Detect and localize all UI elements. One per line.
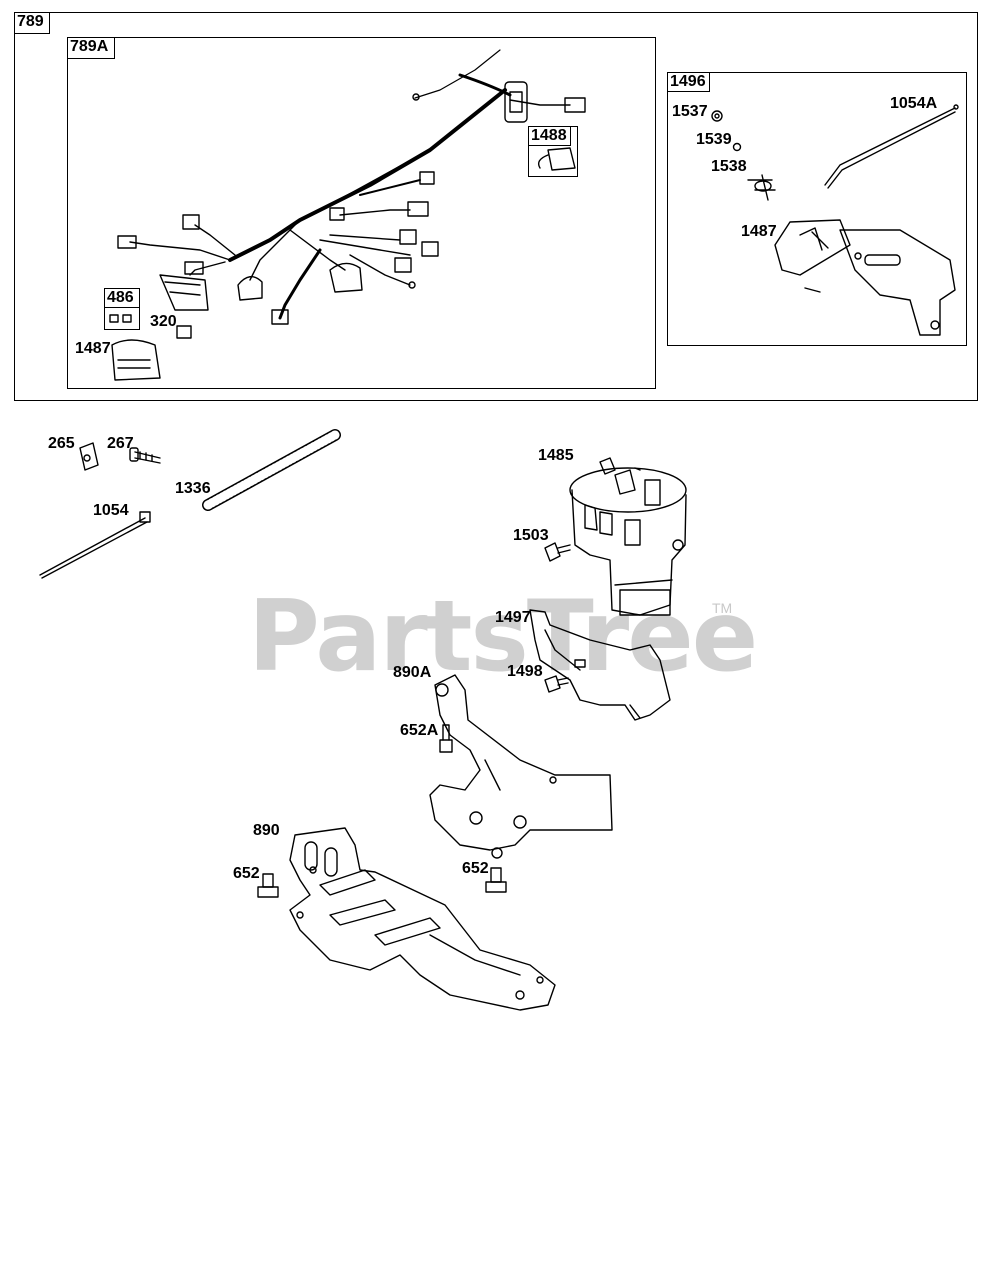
label-1054[interactable]: 1054 — [93, 502, 129, 519]
label-265[interactable]: 265 — [48, 435, 75, 452]
label-652a[interactable]: 652A — [400, 722, 439, 739]
module-1485[interactable] — [569, 457, 687, 616]
screw-267[interactable] — [129, 447, 161, 464]
connector-320[interactable] — [176, 325, 192, 339]
label-320[interactable]: 320 — [150, 313, 177, 330]
fuse-486[interactable] — [109, 314, 132, 323]
bracket-890a[interactable] — [429, 674, 613, 851]
tie-strap-1054[interactable] — [39, 511, 151, 579]
bolt-652a[interactable] — [439, 724, 453, 753]
group-tag-486[interactable]: 486 — [104, 288, 140, 308]
clip-265[interactable] — [79, 442, 99, 471]
bolt-1503[interactable] — [544, 542, 571, 562]
label-652-right[interactable]: 652 — [462, 860, 489, 877]
label-1336[interactable]: 1336 — [175, 480, 211, 497]
wiring-harness[interactable] — [117, 49, 586, 325]
label-1497[interactable]: 1497 — [495, 609, 531, 626]
base-plate-890[interactable] — [289, 827, 556, 1011]
label-890a[interactable]: 890A — [393, 664, 432, 681]
label-1487-harness[interactable]: 1487 — [75, 340, 111, 357]
label-1537[interactable]: 1537 — [672, 103, 708, 120]
bracket-1497[interactable] — [529, 609, 671, 721]
conduit-1336[interactable] — [202, 429, 341, 511]
label-652-left[interactable]: 652 — [233, 865, 260, 882]
label-890[interactable]: 890 — [253, 822, 280, 839]
bolt-1498[interactable] — [544, 675, 569, 693]
bolt-652-left[interactable] — [257, 873, 279, 898]
label-267[interactable]: 267 — [107, 435, 134, 452]
washer-1539[interactable] — [732, 142, 742, 152]
group-box-789 — [14, 12, 978, 401]
label-1503[interactable]: 1503 — [513, 527, 549, 544]
group-tag-789a[interactable]: 789A — [67, 37, 115, 59]
group-box-1496 — [667, 72, 967, 346]
label-1538[interactable]: 1538 — [711, 158, 747, 175]
label-1498[interactable]: 1498 — [507, 663, 543, 680]
label-1485[interactable]: 1485 — [538, 447, 574, 464]
label-1539[interactable]: 1539 — [696, 131, 732, 148]
watermark-trademark: TM — [712, 600, 733, 616]
bolt-652-right[interactable] — [485, 847, 507, 893]
nut-1537[interactable] — [711, 110, 723, 122]
group-tag-789[interactable]: 789 — [14, 12, 50, 34]
sensor-1488[interactable] — [537, 147, 576, 171]
group-tag-1488[interactable]: 1488 — [528, 126, 571, 146]
tie-strap-1054a[interactable] — [824, 104, 959, 189]
label-1054a[interactable]: 1054A — [890, 95, 938, 112]
relay-bracket-1487[interactable] — [774, 219, 956, 336]
watermark: PartsTree — [248, 580, 758, 694]
group-tag-1496[interactable]: 1496 — [667, 72, 710, 92]
group-box-789a — [67, 37, 656, 389]
grommet-1538[interactable] — [747, 174, 776, 201]
label-1487-kit[interactable]: 1487 — [741, 223, 777, 240]
relay-1487[interactable] — [111, 339, 161, 381]
